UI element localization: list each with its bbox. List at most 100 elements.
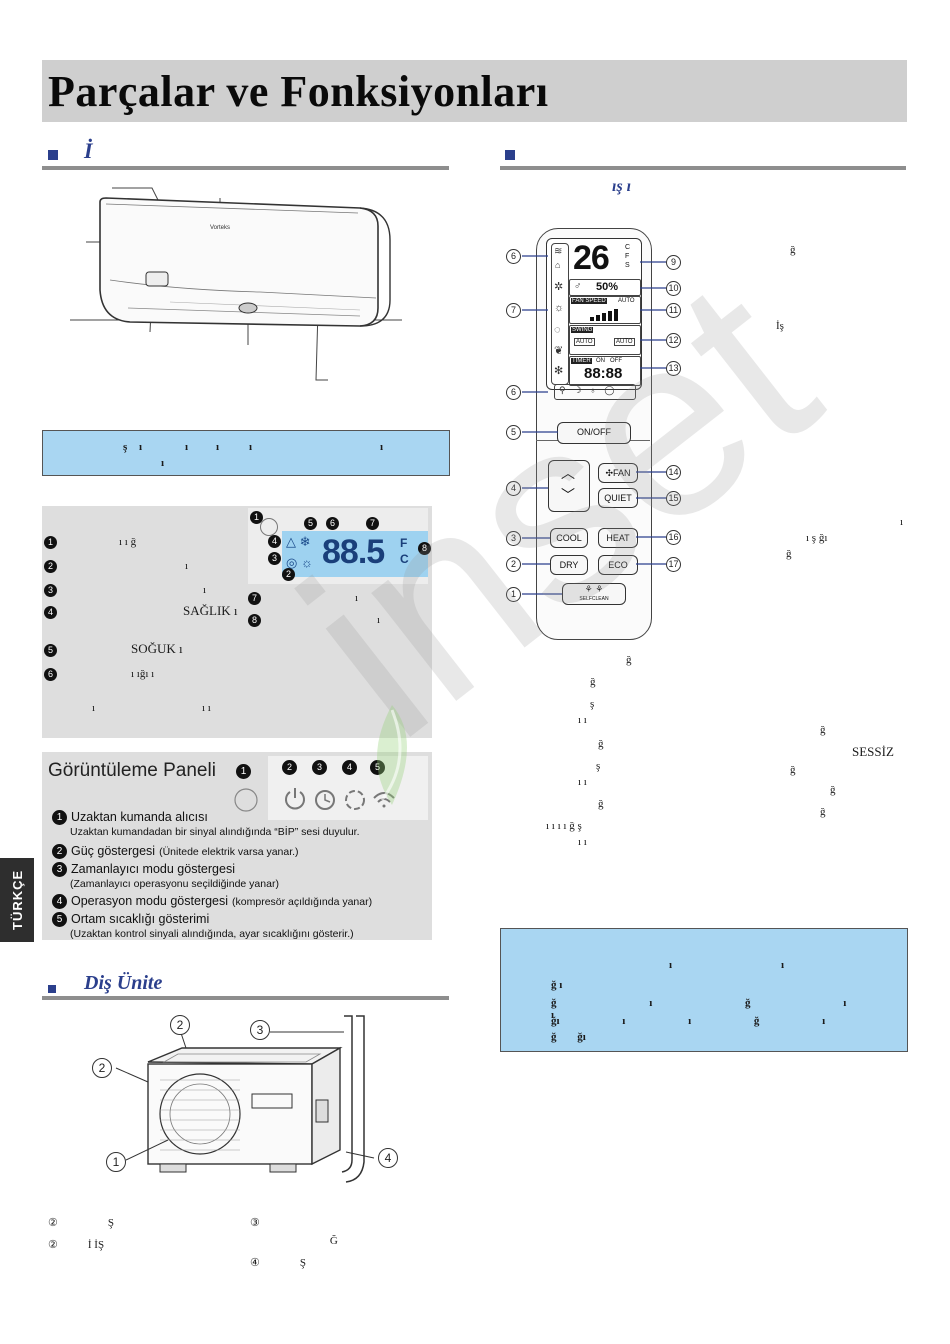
indoor-display-item: 1 ı ı ğ: [44, 532, 136, 550]
page-title: Parçalar ve Fonksiyonları: [48, 67, 549, 116]
remote-callout: 12: [666, 333, 681, 348]
outdoor-callout: 2: [92, 1058, 112, 1078]
remote-desc-fragment: ğ: [626, 654, 632, 666]
quiet-button[interactable]: QUIET: [598, 488, 638, 508]
humidity-icon: ♂: [574, 281, 582, 292]
wifi-icon: ≋: [554, 246, 563, 257]
fan-button[interactable]: ✣FAN: [598, 463, 638, 483]
remote-humidity: 50%: [596, 281, 619, 293]
section-rule: [42, 166, 449, 170]
remote-desc-fragment: ğ: [820, 724, 826, 736]
note-fragment: ı: [161, 457, 165, 469]
eco-button[interactable]: ECO: [598, 555, 638, 575]
remote-leader-lines: [522, 255, 666, 595]
note-fragment: ı: [185, 441, 189, 453]
indoor-display-box: 1 ı ı ğ 2 ı 3 ı 4 SAĞLIK ı 5 SOĞUK ı 6 ı…: [42, 506, 432, 738]
sun-icon: ☼: [554, 302, 565, 314]
chevron-down-icon[interactable]: ﹀: [561, 487, 575, 503]
remote-callout: 14: [666, 465, 681, 480]
remote-lcd-bottom-row: ⚲☽♁◯: [554, 384, 636, 400]
cool-button[interactable]: COOL: [550, 528, 588, 548]
lcd-digits: 88.5: [322, 533, 385, 571]
fan-icon: ✻: [554, 365, 564, 377]
remote-desc-fragment: ğ: [598, 798, 604, 810]
outdoor-callout: 2: [170, 1015, 190, 1035]
outdoor-callout: 1: [106, 1152, 126, 1172]
remote-callout: 9: [666, 255, 681, 270]
indoor-lcd-screen: △ ❄ ◎ ☼ 88.5 F C: [282, 531, 428, 577]
indoor-unit-illustration: Vorteks: [70, 187, 402, 381]
drop-icon: ◌: [554, 324, 561, 336]
remote-desc-fragment: ı ı ı ı ğ ş: [546, 820, 582, 832]
remote-desc-fragment: ğ: [590, 676, 596, 688]
remote-callout: 4: [506, 481, 521, 496]
note-fragment: ş: [123, 441, 128, 453]
indoor-note-box: ş ı ı ı ı ı ı: [42, 430, 450, 476]
remote-desc-fragment: ı ı: [578, 714, 587, 726]
remote-timer-digits: 88:88: [584, 365, 623, 382]
display-panel-title: Görüntüleme Paneli: [48, 760, 216, 781]
remote-desc-fragment: ğ: [830, 784, 836, 796]
remote-callout: 6: [506, 249, 521, 264]
remote-desc-fragment: ş: [590, 698, 595, 710]
note-fragment: ı: [216, 441, 220, 453]
remote-callout: 16: [666, 530, 681, 545]
power-icon: [285, 788, 305, 810]
indoor-display-item: 4 SAĞLIK ı: [44, 602, 244, 620]
remote-desc-fragment: ı ı: [578, 836, 587, 848]
remote-callout: 15: [666, 491, 681, 506]
section-bullet: [48, 150, 58, 160]
outdoor-unit-illustration: [115, 1015, 375, 1183]
remote-desc-fragment: ğ: [790, 764, 796, 776]
dry-button[interactable]: DRY: [550, 555, 588, 575]
remote-desc-fragment: ı ı: [578, 776, 587, 788]
outdoor-caption: ③Ğ: [250, 1217, 338, 1247]
indoor-display-footer: ı ı: [202, 702, 211, 714]
indoor-section-heading: İ: [84, 138, 93, 163]
outdoor-callout: 4: [378, 1148, 398, 1168]
remote-desc-fragment: ğ: [786, 548, 792, 560]
temp-updown-button[interactable]: ︿ ﹀: [548, 460, 590, 512]
selfclean-button[interactable]: ⚘ ⚘SELFCLEAN: [562, 583, 626, 605]
remote-callout: 13: [666, 361, 681, 376]
section-bullet: [48, 985, 56, 993]
indoor-display-item: 7 ı: [248, 588, 358, 606]
remote-desc-fragment: ş: [596, 760, 601, 772]
remote-desc-fragment: ğ: [820, 806, 826, 818]
remote-desc-fragment: ğ: [598, 738, 604, 750]
section-bullet: [505, 150, 515, 160]
remote-desc-fragment: ı: [900, 516, 904, 528]
remote-callout: 7: [506, 303, 521, 318]
section-rule: [500, 166, 906, 170]
heat-button[interactable]: HEAT: [598, 528, 638, 548]
svg-text:Vorteks: Vorteks: [210, 225, 230, 231]
language-tab: TÜRKÇE: [0, 858, 34, 942]
remote-callout: 11: [666, 303, 681, 318]
note-fragment: ı: [380, 441, 384, 453]
remote-callout: 10: [666, 281, 681, 296]
onoff-button[interactable]: ON/OFF: [557, 422, 631, 444]
chevron-up-icon[interactable]: ︿: [561, 465, 575, 481]
watermark-leaf-icon: [377, 705, 407, 805]
remote-callout: 3: [506, 531, 521, 546]
operation-icon: [345, 790, 365, 810]
snowflake-icon: ✲: [554, 281, 564, 293]
indoor-display-item: 2 ı: [44, 556, 188, 574]
title-bar: [42, 60, 907, 122]
note-fragment: ı: [249, 441, 253, 453]
remote-callout: 1: [506, 587, 521, 602]
remote-callout: 6: [506, 385, 521, 400]
display-panel-icons: [234, 788, 395, 812]
timer-icon: [315, 790, 335, 810]
indoor-display-item: 6 ı ığı ı: [44, 664, 154, 682]
